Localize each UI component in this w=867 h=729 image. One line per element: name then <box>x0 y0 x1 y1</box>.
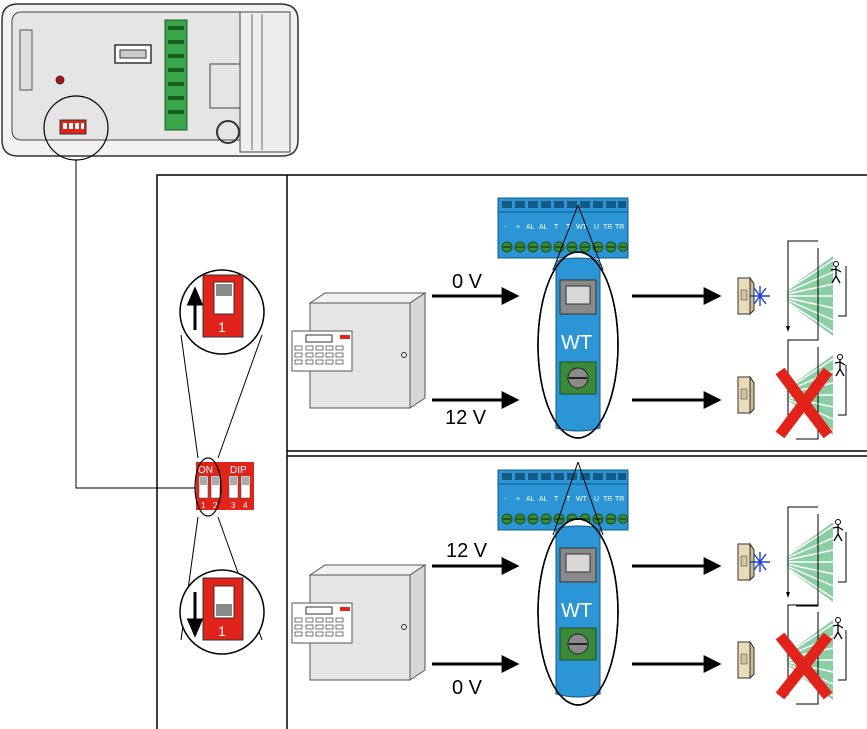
terminal-labels-1: - + AL AL T T WT U TR TR <box>504 224 624 231</box>
control-panel-icon <box>291 292 426 409</box>
svg-text:U: U <box>594 496 599 503</box>
dip-number-1: 1 <box>201 501 206 510</box>
svg-text:T: T <box>566 496 571 503</box>
svg-text:AL: AL <box>539 496 548 503</box>
red-cross-icon <box>775 367 833 439</box>
upper-voltage-label: 0 V <box>452 271 483 293</box>
arrow-upper-voltage: 0 V <box>432 271 520 305</box>
arrow-lower-voltage: 12 V <box>432 391 520 429</box>
scenario-1: 0 V 12 V - + AL AL T T WT U TR TR WT <box>291 197 847 440</box>
svg-text:T: T <box>566 224 571 231</box>
motion-detector-disabled <box>737 339 847 440</box>
dip-on-label: ON <box>198 465 213 476</box>
motion-detector-active <box>737 506 847 607</box>
control-panel-icon <box>291 564 426 681</box>
svg-text:TR: TR <box>603 224 612 231</box>
detector-pcb-icon <box>1 3 299 161</box>
arrow-upper-voltage: 12 V <box>432 540 520 575</box>
connector-line <box>75 160 196 489</box>
svg-text:+: + <box>516 224 520 231</box>
upper-voltage-label: 12 V <box>446 540 488 562</box>
dip-number-4: 4 <box>243 501 248 510</box>
terminal-zoom-label: WT <box>561 332 592 354</box>
terminal-zoom-label: WT <box>561 600 592 622</box>
terminal-labels-2: - + AL AL T T WT U TR TR <box>504 496 624 503</box>
walking-person-icon <box>834 353 846 377</box>
dip-label: DIP <box>230 465 247 476</box>
svg-text:T: T <box>554 496 559 503</box>
svg-text:+: + <box>516 496 520 503</box>
motion-detector-icon <box>737 641 755 679</box>
dip-number-2: 2 <box>213 501 218 510</box>
walking-person-icon <box>832 616 844 640</box>
svg-text:AL: AL <box>526 496 535 503</box>
motion-detector-active <box>737 240 847 341</box>
lower-voltage-label: 0 V <box>452 677 483 699</box>
svg-text:-: - <box>504 496 507 503</box>
svg-text:WT: WT <box>576 224 588 231</box>
dip-zoom-down-label: 1 <box>218 623 226 639</box>
svg-text:TR: TR <box>615 496 624 503</box>
lower-voltage-label: 12 V <box>445 407 487 429</box>
motion-detector-disabled <box>737 604 847 705</box>
scenario-2: 12 V 0 V - + AL AL T T WT U TR TR WT <box>291 461 847 706</box>
svg-text:T: T <box>554 224 559 231</box>
led-blue-icon <box>750 552 770 572</box>
diagram-frame <box>156 174 867 729</box>
dip-zoom-up-label: 1 <box>218 319 226 335</box>
walking-person-icon <box>832 518 844 542</box>
led-blue-icon <box>750 286 770 306</box>
svg-text:TR: TR <box>603 496 612 503</box>
motion-detector-icon <box>737 376 755 414</box>
arrow-up-icon <box>186 286 204 330</box>
arrow-lower-voltage: 0 V <box>432 655 520 699</box>
svg-text:U: U <box>594 224 599 231</box>
arrow-down-icon <box>186 592 204 638</box>
dip-switch: ON DIP 1 2 3 4 <box>194 457 254 517</box>
svg-text:WT: WT <box>576 496 588 503</box>
svg-text:TR: TR <box>615 224 624 231</box>
red-cross-icon <box>775 632 833 700</box>
dip-number-3: 3 <box>231 501 236 510</box>
dip-zoom-up: 1 <box>179 269 265 355</box>
svg-text:AL: AL <box>526 224 535 231</box>
dip-zoom-down: 1 <box>179 569 265 655</box>
svg-text:-: - <box>504 224 507 231</box>
svg-text:AL: AL <box>539 224 548 231</box>
